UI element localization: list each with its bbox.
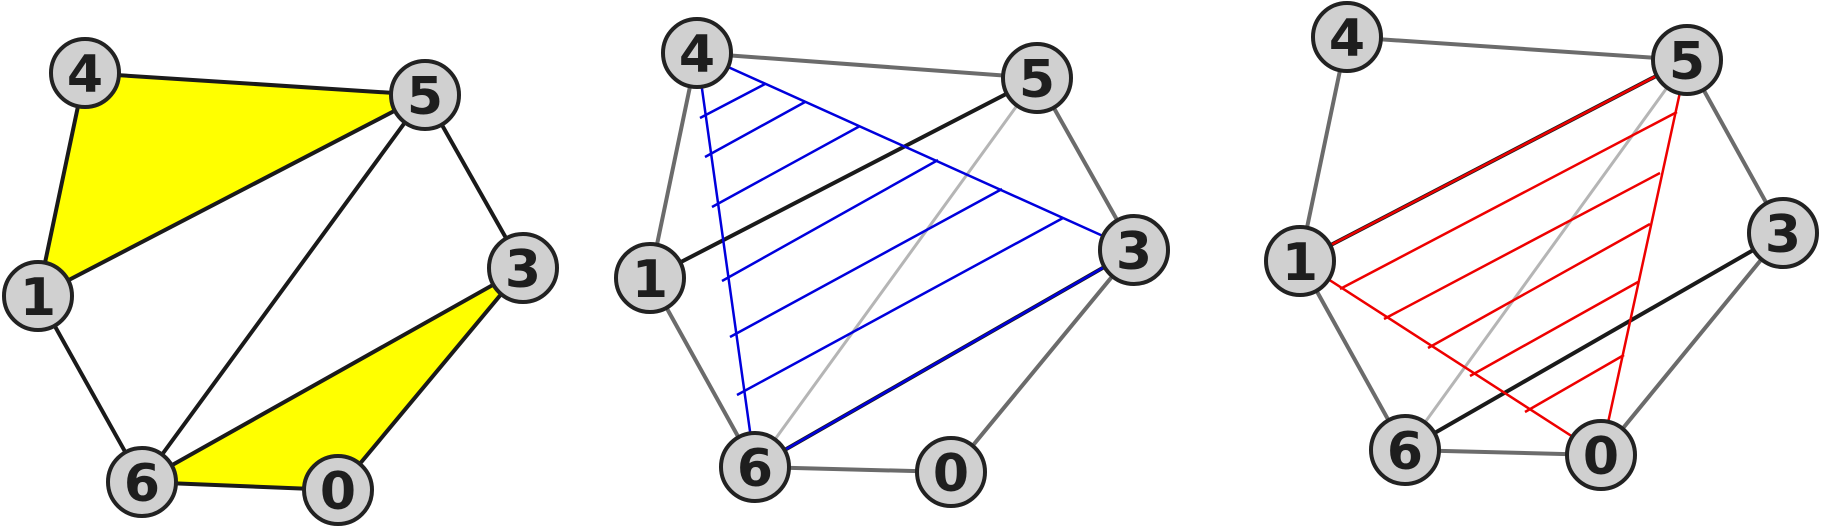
edge-0-3 [1599, 231, 1785, 457]
edge-5-6-light [753, 77, 1039, 468]
blue-hatch-line [699, 82, 766, 120]
node-0: 0 [1565, 419, 1637, 491]
svg-text:4: 4 [1329, 9, 1365, 69]
node-3: 3 [1098, 214, 1170, 286]
red-hatch-line [1339, 110, 1678, 291]
node-5: 5 [389, 59, 461, 131]
red-hatch-line [1383, 171, 1661, 321]
svg-text:0: 0 [1583, 427, 1619, 487]
edge-1-5 [649, 76, 1038, 280]
svg-text:1: 1 [632, 250, 668, 310]
edge-5-6 [140, 93, 427, 484]
edge-5-6-light [1403, 59, 1689, 451]
red-hatched-triangle [1297, 57, 1689, 458]
node-5: 5 [1001, 42, 1073, 114]
svg-text:5: 5 [407, 67, 443, 127]
node-1: 1 [614, 242, 686, 314]
node-0: 0 [915, 436, 987, 508]
svg-text:4: 4 [679, 25, 715, 85]
red-triangle-outline [1297, 57, 1689, 458]
svg-text:3: 3 [505, 240, 541, 300]
edge-1-5 [37, 93, 426, 298]
blue-hatch-line [704, 100, 806, 159]
edge-4-1 [1298, 36, 1349, 262]
node-6: 6 [106, 446, 178, 518]
edge-6-3 [1404, 231, 1784, 452]
red-hatch-line [1427, 222, 1651, 350]
svg-text:6: 6 [737, 439, 773, 499]
edge-4-5 [84, 71, 426, 97]
svg-text:6: 6 [124, 454, 160, 514]
svg-text:0: 0 [933, 444, 969, 504]
edge-4-5 [696, 51, 1038, 80]
edge-4-1 [36, 72, 87, 297]
edge-6-3 [141, 266, 524, 484]
node-1: 1 [2, 260, 74, 332]
node-6: 6 [719, 431, 791, 503]
svg-text:3: 3 [1765, 205, 1801, 265]
node-4: 4 [49, 37, 121, 109]
blue-hatched-triangle [695, 50, 1137, 470]
panel-left: 4 5 1 3 6 0 [2, 37, 559, 526]
panel-middle: 4 5 1 3 6 0 [614, 17, 1170, 508]
node-4: 4 [661, 17, 733, 89]
red-hatch-line [1524, 353, 1625, 414]
edge-4-5 [1346, 35, 1688, 62]
svg-text:6: 6 [1387, 422, 1423, 482]
edge-1-6 [1298, 260, 1407, 451]
node-1: 1 [1264, 225, 1336, 297]
panel-right: 4 5 1 3 6 0 [1264, 1, 1819, 491]
blue-hatch-line [736, 216, 1064, 397]
node-3: 3 [487, 232, 559, 304]
blue-triangle-outline [695, 50, 1137, 470]
red-hatch-line [1469, 280, 1639, 378]
blue-hatch-line [721, 158, 939, 283]
node-6: 6 [1369, 414, 1441, 486]
yellow-triangle-4-5-1 [38, 73, 425, 296]
edge-0-3 [336, 266, 525, 492]
edge-4-1 [648, 52, 699, 279]
svg-text:4: 4 [67, 45, 103, 105]
node-3: 3 [1747, 197, 1819, 269]
edge-1-6 [648, 277, 757, 468]
svg-text:5: 5 [1669, 32, 1705, 92]
svg-text:3: 3 [1116, 222, 1152, 282]
blue-hatch-line [711, 124, 861, 209]
blue-hatch-line [729, 187, 1003, 339]
edge-0-3 [949, 248, 1136, 474]
node-0: 0 [302, 454, 374, 526]
svg-text:1: 1 [1282, 233, 1318, 293]
svg-text:5: 5 [1019, 50, 1055, 110]
node-4: 4 [1311, 1, 1383, 73]
node-5: 5 [1651, 24, 1723, 96]
svg-text:0: 0 [320, 462, 356, 522]
svg-text:1: 1 [20, 268, 56, 328]
